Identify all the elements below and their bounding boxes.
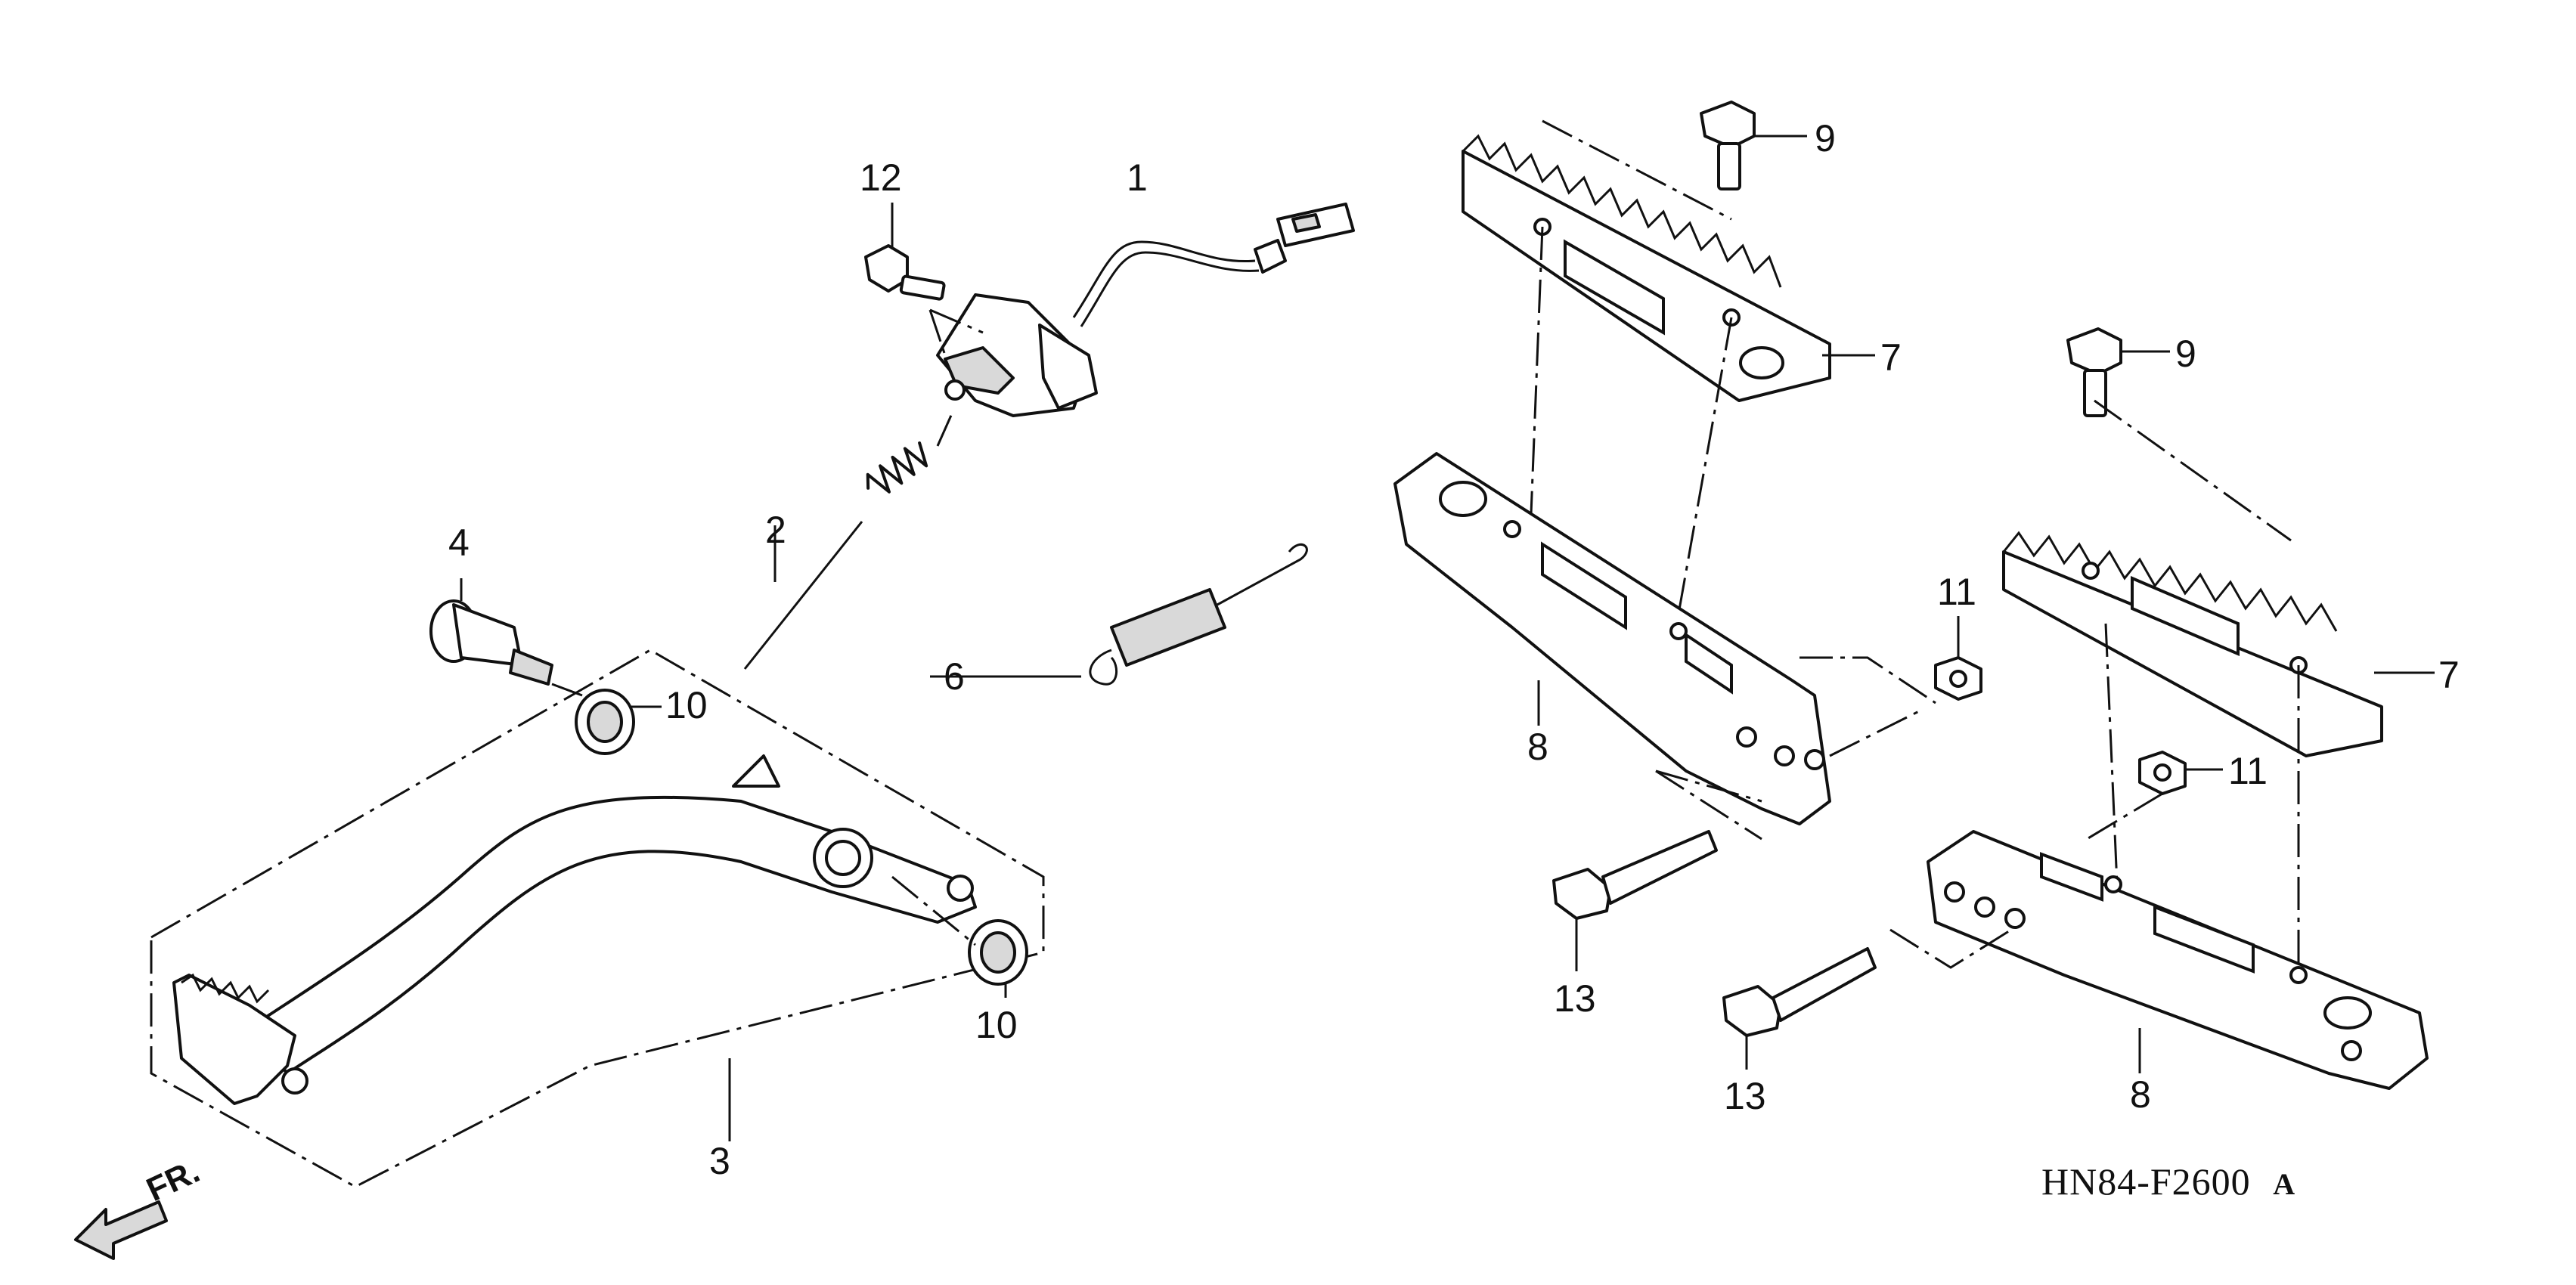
- callout-2: 2: [765, 509, 786, 551]
- flange-bolt-part-13-lower: [1722, 947, 1877, 1070]
- callout-9-upper: 9: [1815, 117, 1836, 159]
- dust-seal-part-10-lower: [891, 875, 1028, 998]
- callout-8-lower: 8: [2130, 1073, 2151, 1116]
- callout-11-lower: 11: [2228, 750, 2268, 792]
- callout-12: 12: [860, 156, 902, 199]
- footpeg-part-7-upper: [1462, 119, 1875, 636]
- drawing-code: HN84-F2600 A: [2041, 1160, 2295, 1203]
- footpeg-bracket-part-8-upper: [1393, 452, 1936, 841]
- callout-6: 6: [944, 655, 965, 698]
- footpeg-bracket-part-8-lower: [1889, 830, 2429, 1090]
- bolt-part-12: [864, 203, 984, 356]
- callout-3: 3: [709, 1140, 730, 1182]
- front-direction-label: FR.: [141, 1153, 206, 1209]
- return-spring-part-6: [930, 543, 1308, 686]
- footpeg-part-7-lower: [2002, 531, 2435, 975]
- callout-7-lower: 7: [2438, 654, 2460, 696]
- spring-part-2: [743, 411, 954, 670]
- callout-9-lower: 9: [2175, 333, 2196, 375]
- callout-7-upper: 7: [1880, 336, 1902, 379]
- callout-13-lower: 13: [1724, 1075, 1766, 1117]
- callout-4: 4: [448, 522, 470, 564]
- bolt-part-9-lower: [2066, 327, 2292, 542]
- callout-13-upper: 13: [1554, 977, 1596, 1020]
- drawing-revision: A: [2273, 1167, 2295, 1201]
- drawing-code-number: HN84-F2600: [2041, 1160, 2251, 1203]
- callout-11-upper: 11: [1937, 571, 1976, 613]
- brake-pedal-part-3: [150, 649, 1045, 1188]
- callout-10-lower: 10: [975, 1004, 1018, 1046]
- nut-part-11-upper: [1934, 616, 1982, 701]
- callout-10-upper: 10: [665, 684, 708, 726]
- brake-switch-part-1: [936, 203, 1355, 417]
- callout-1: 1: [1127, 156, 1148, 199]
- dust-seal-part-10-upper: [575, 689, 662, 755]
- flange-bolt-part-13-upper: [1552, 830, 1718, 971]
- bolt-part-9-upper: [1700, 101, 1807, 190]
- callout-8-upper: 8: [1527, 726, 1548, 768]
- front-direction-arrow: FR.: [74, 1153, 206, 1260]
- pivot-bolt-part-4: [429, 578, 583, 697]
- nut-part-11-lower: [2086, 751, 2223, 841]
